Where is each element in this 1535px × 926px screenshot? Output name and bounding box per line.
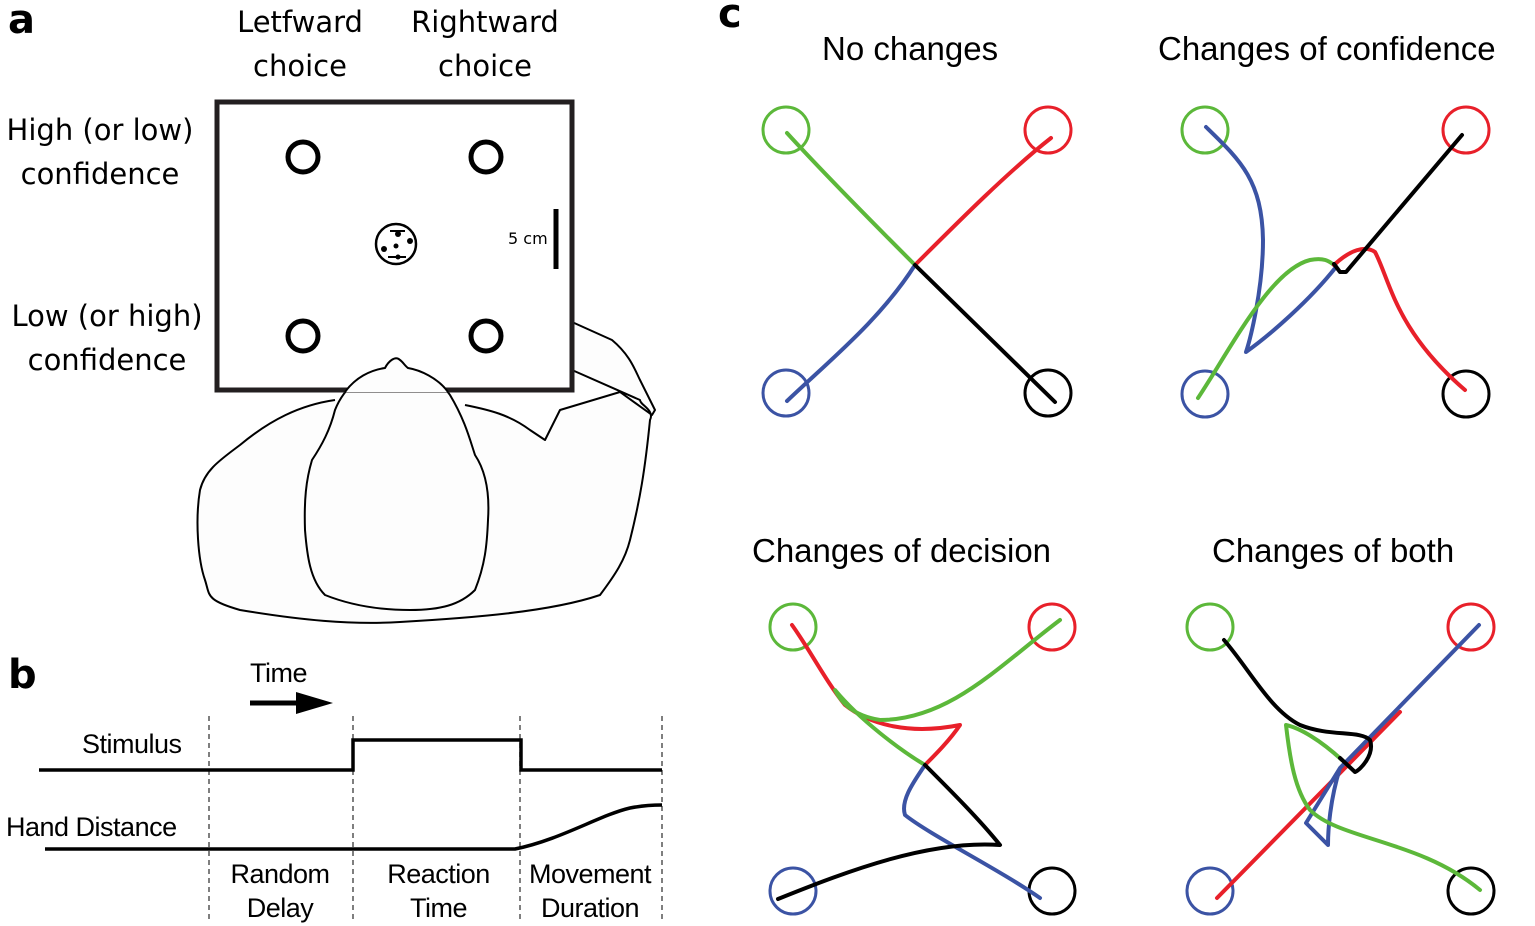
phase-label-line: Delay	[246, 893, 314, 923]
phase-label-line: Duration	[540, 893, 640, 923]
target-circle-black	[1441, 369, 1491, 419]
target-circle-blue	[768, 866, 818, 916]
trajectory-black	[1222, 638, 1373, 774]
subplot-changes-both	[1185, 602, 1496, 916]
target-circle-blue	[761, 368, 811, 418]
trajectory-green	[1196, 257, 1336, 400]
target-bottom-left	[285, 318, 321, 354]
target-circle-green	[1185, 602, 1235, 652]
time-arrow-icon	[250, 692, 333, 714]
target-circle-black	[1027, 866, 1077, 916]
trajectory-red	[1332, 246, 1467, 392]
row-label-line: confidence	[20, 157, 180, 191]
stimulus-trace	[39, 738, 662, 772]
signal-label-hand-distance: Hand Distance	[6, 812, 177, 842]
trajectory-blue	[1204, 125, 1338, 354]
row-label-line: High (or low)	[6, 113, 194, 147]
target-circle-red	[1023, 105, 1073, 155]
trajectory-blue	[902, 763, 1042, 900]
trajectory-blue	[785, 263, 917, 403]
target-circle-green	[768, 602, 818, 652]
hand-distance-trace	[45, 803, 663, 851]
row-label-line: Low (or high)	[11, 299, 203, 333]
trajectory-green	[1284, 723, 1482, 892]
target-circle-red	[1446, 602, 1496, 652]
phase-label-line: Random	[230, 859, 330, 889]
subplot-changes-confidence	[1180, 105, 1491, 419]
target-top-right	[468, 139, 504, 175]
target-circle-black	[1023, 368, 1073, 418]
column-label-rightward: Rightward choice	[400, 0, 570, 88]
phase-reaction-time: Reaction Time	[366, 857, 511, 925]
target-circle-red	[1441, 105, 1491, 155]
scale-bar-label: 5 cm	[508, 229, 548, 248]
time-label: Time	[250, 658, 308, 688]
subplot-no-changes	[761, 105, 1073, 418]
column-label-line: Rightward	[411, 5, 559, 39]
phase-movement-duration: Movement Duration	[520, 857, 660, 925]
target-circle-green	[1180, 105, 1230, 155]
subplot-title-changes-decision: Changes of decision	[752, 532, 1052, 569]
trajectory-green	[785, 131, 917, 267]
target-bottom-right	[468, 318, 504, 354]
phase-random-delay: Random Delay	[210, 857, 350, 925]
subplot-changes-decision	[768, 602, 1077, 916]
trajectory-blue	[1304, 623, 1481, 847]
phase-label-line: Time	[410, 893, 468, 923]
signal-label-stimulus: Stimulus	[82, 729, 182, 759]
trajectory-red	[913, 136, 1053, 267]
trajectory-black	[913, 263, 1057, 404]
column-label-line: choice	[438, 49, 532, 83]
target-top-left	[285, 139, 321, 175]
trajectory-black	[776, 763, 1002, 901]
phase-label-line: Reaction	[387, 859, 490, 889]
panel-b-letter: b	[8, 652, 37, 698]
trajectory-red	[790, 623, 962, 767]
panel-c-letter: c	[718, 0, 742, 37]
target-circle-red	[1027, 602, 1077, 652]
target-circle-green	[761, 105, 811, 155]
trajectory-black	[1332, 133, 1464, 274]
random-dot-stimulus	[374, 222, 418, 266]
trajectory-green	[833, 618, 1062, 767]
row-label-top: High (or low) confidence	[0, 108, 200, 196]
phase-label-line: Movement	[528, 859, 652, 889]
target-circle-blue	[1185, 866, 1235, 916]
target-circle-black	[1446, 866, 1496, 916]
row-label-bottom: Low (or high) confidence	[2, 294, 212, 382]
panel-a-letter: a	[8, 0, 35, 43]
subplot-title-no-changes: No changes	[822, 30, 999, 67]
column-label-leftward: Letfward choice	[230, 0, 370, 88]
column-label-line: Letfward	[237, 5, 363, 39]
subplot-title-changes-confidence: Changes of confidence	[1158, 30, 1496, 67]
subplot-title-changes-both: Changes of both	[1212, 532, 1455, 569]
target-circle-blue	[1180, 369, 1230, 419]
row-label-line: confidence	[27, 343, 187, 377]
column-label-line: choice	[253, 49, 347, 83]
